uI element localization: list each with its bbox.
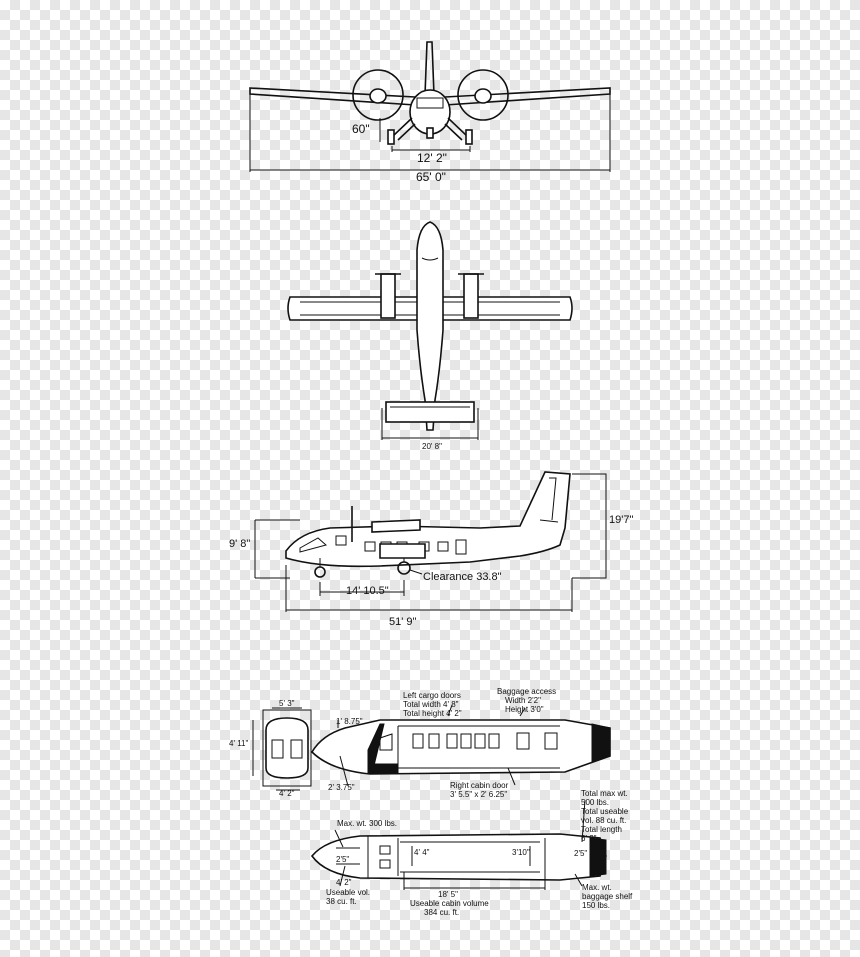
nose-max-wt-label: Max. wt. 300 lbs. — [337, 819, 397, 828]
side-wheelbase-label: 14' 10.5" — [346, 585, 389, 597]
tailplane-span-label: 20' 8" — [422, 442, 442, 451]
nose-volume-note: Useable vol. 38 cu. ft. — [326, 888, 372, 906]
cabin-volume-note: Useable cabin volume 384 cu. ft. — [410, 899, 491, 917]
cabin-width-front-label: 4' 4" — [414, 848, 430, 857]
aft-shelf-note: Max. wt. baggage shelf 150 lbs. — [582, 883, 635, 910]
front-view — [249, 41, 611, 172]
top-view — [287, 221, 573, 440]
side-height-left-label: 9' 8" — [229, 538, 250, 550]
cabin-side-cutaway — [310, 704, 611, 787]
cabin-width-bottom-label: 4' 2" — [279, 789, 295, 798]
nose-upper-label: 1' 8.75" — [336, 717, 363, 726]
side-height-tail-label: 19'7" — [609, 514, 633, 526]
cabin-width-top-label: 5' 3" — [279, 699, 295, 708]
cabin-width-rear-label: 3'10" — [512, 848, 530, 857]
cabin-cross-section — [252, 707, 312, 791]
front-span-label: 65' 0" — [416, 170, 446, 184]
right-cabin-door-note: Right cabin door 3' 5.5" x 2' 6.25" — [450, 781, 511, 799]
cabin-plan-view — [310, 799, 607, 890]
side-view — [254, 471, 607, 612]
nose-length-label: 4' 2" — [336, 878, 352, 887]
front-height-label: 60" — [352, 122, 370, 136]
left-cargo-doors-note: Left cargo doors Total width 4' 8" Total… — [403, 691, 463, 718]
cabin-length-label: 18' 5" — [438, 890, 458, 899]
aft-width-label: 2'5" — [574, 849, 587, 858]
cabin-height-label: 4' 11" — [229, 739, 249, 748]
nose-lower-label: 2' 3.75" — [328, 783, 355, 792]
aft-total-note: Total max wt. 500 lbs. Total useable vol… — [581, 789, 630, 843]
side-length-label: 51' 9" — [389, 616, 417, 628]
side-clearance-label: Clearance 33.8" — [423, 571, 502, 583]
front-track-label: 12' 2" — [417, 151, 447, 165]
baggage-access-note: Baggage access Width 2'2" Height 3'0" — [497, 687, 558, 714]
nose-width-label: 2'5" — [336, 855, 349, 864]
